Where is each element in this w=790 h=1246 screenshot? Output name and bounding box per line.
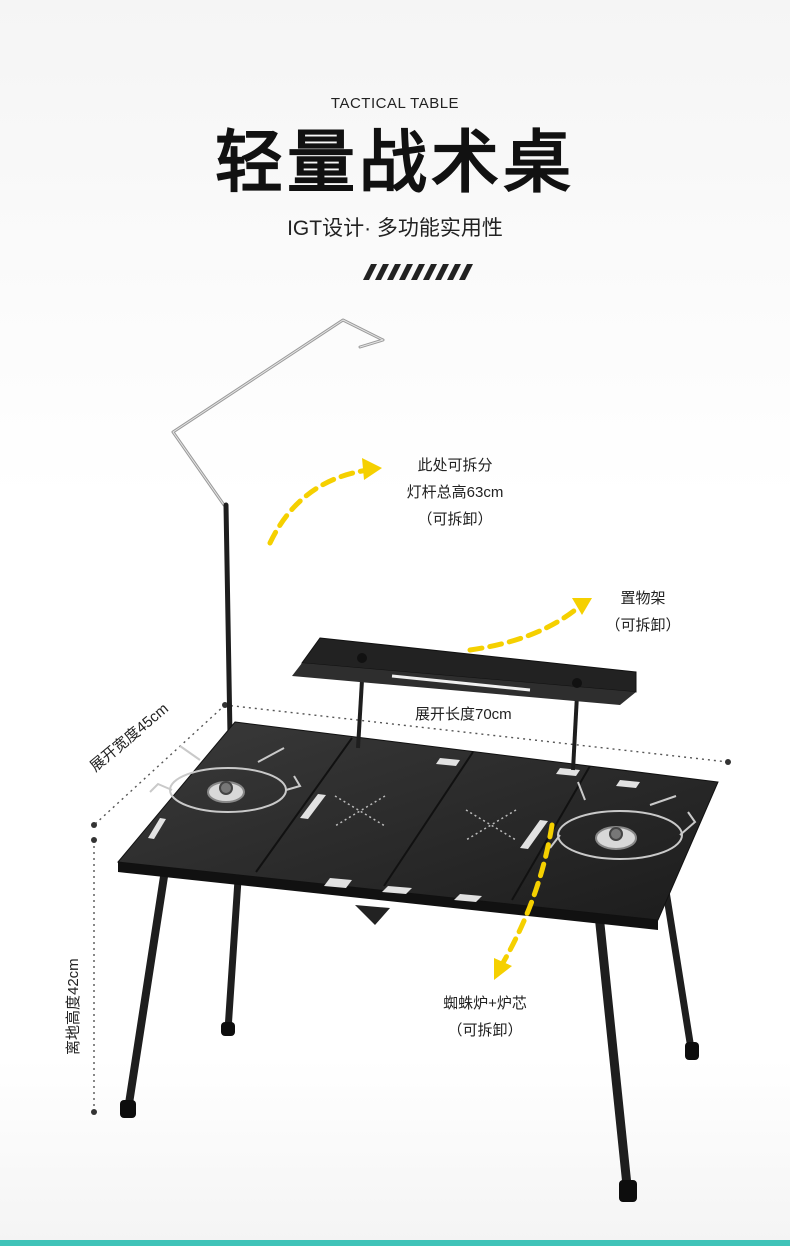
table-cutouts bbox=[148, 758, 640, 902]
callout-arrows bbox=[267, 467, 583, 971]
table-legs bbox=[124, 866, 696, 1200]
page-subtitle: IGT设计· 多功能实用性 bbox=[287, 217, 503, 240]
footer-accent-bar bbox=[0, 1240, 790, 1246]
pole-callout: 此处可拆分 灯杆总高63cm （可拆卸） bbox=[385, 452, 525, 533]
stove-callout-line1: 蜘蛛炉+炉芯 bbox=[443, 995, 527, 1012]
shelf-rack bbox=[292, 637, 637, 771]
rack-callout-line1: 置物架 bbox=[620, 590, 666, 607]
rack-callout-line2: （可拆卸） bbox=[605, 617, 681, 634]
spider-stove-right bbox=[549, 781, 697, 860]
pole-callout-line1: 此处可拆分 bbox=[417, 457, 493, 474]
stove-callout-line2: （可拆卸） bbox=[447, 1022, 523, 1039]
stripe-divider bbox=[363, 264, 473, 280]
page-title: 轻量战术桌 bbox=[214, 125, 575, 201]
arrow-heads bbox=[362, 458, 592, 980]
spider-stove-left bbox=[149, 745, 302, 813]
lantern-pole bbox=[171, 318, 385, 738]
eyebrow-text: TACTICAL TABLE bbox=[330, 95, 460, 112]
rack-callout: 置物架 （可拆卸） bbox=[598, 585, 688, 639]
pole-callout-line3: （可拆卸） bbox=[417, 511, 493, 528]
pole-callout-line2: 灯杆总高63cm bbox=[406, 484, 504, 501]
length-dimension-label: 展开长度70cm bbox=[415, 706, 512, 723]
height-dimension-label: 离地高度42cm bbox=[65, 958, 82, 1055]
table-top bbox=[117, 721, 719, 930]
dimension-lines bbox=[93, 704, 729, 1112]
stove-callout: 蜘蛛炉+炉芯 （可拆卸） bbox=[425, 990, 545, 1044]
